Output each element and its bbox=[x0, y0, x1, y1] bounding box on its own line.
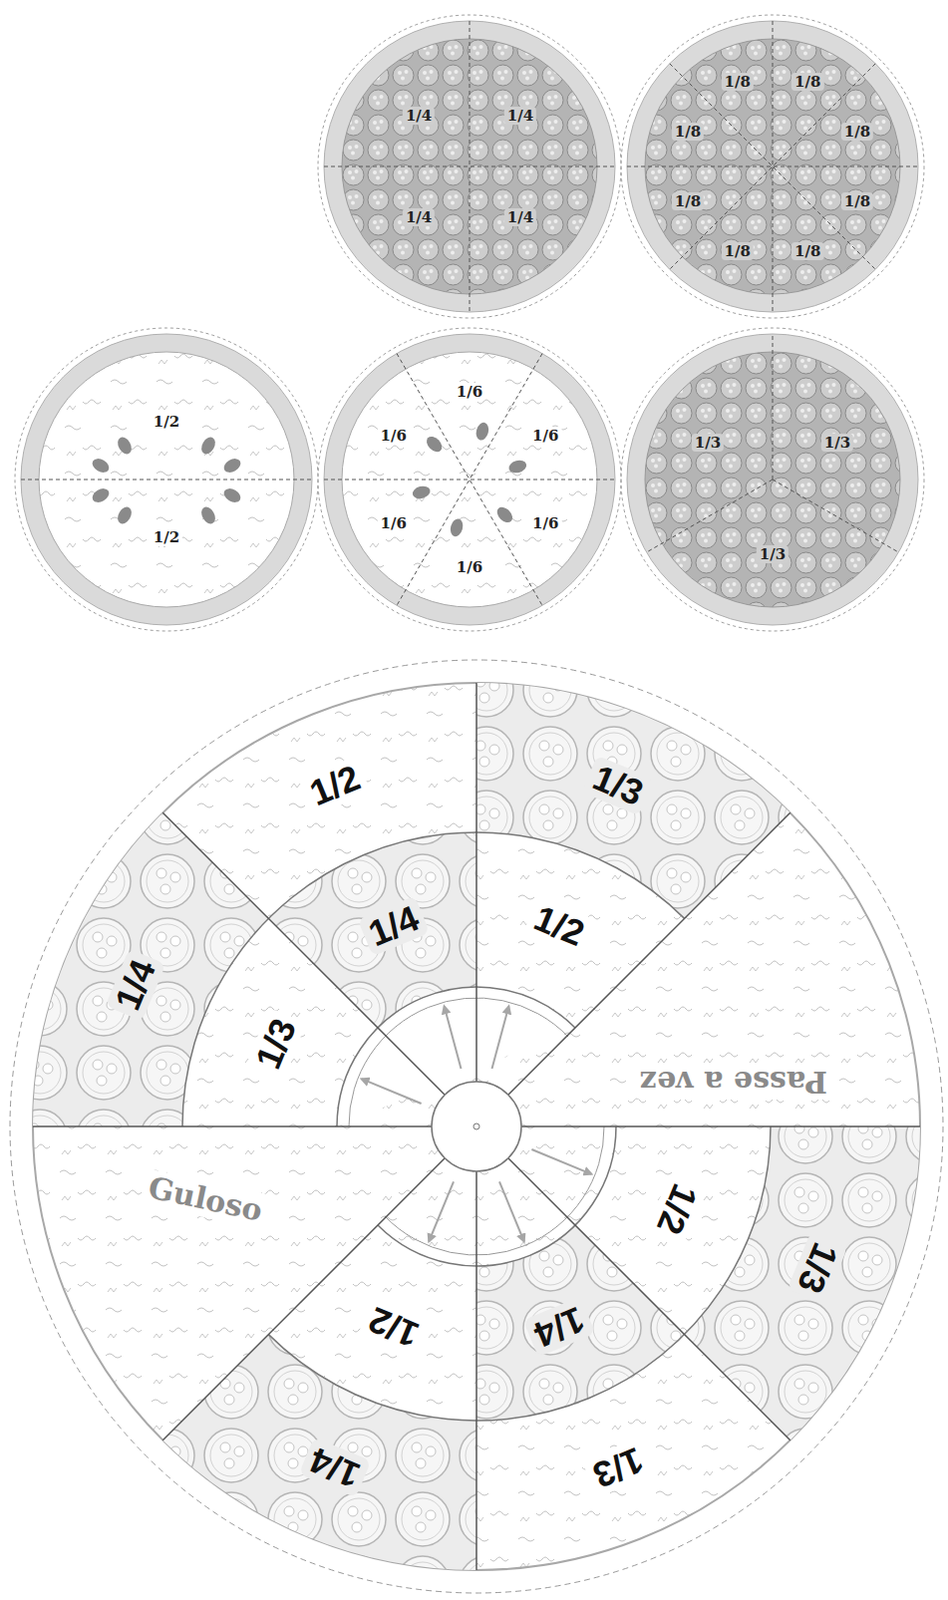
spinner-wheel-illustration bbox=[7, 657, 946, 1595]
fraction-label: 1/3 bbox=[821, 433, 854, 452]
fraction-label: 1/2 bbox=[150, 528, 183, 547]
fraction-label: 1/8 bbox=[841, 122, 874, 141]
fraction-label: 1/6 bbox=[377, 426, 410, 445]
pizza-illustration bbox=[316, 325, 624, 633]
pizza-circle: 1/6 1/6 1/6 1/6 1/6 1/6 bbox=[316, 325, 624, 633]
fraction-label: 1/8 bbox=[721, 242, 754, 261]
fraction-label: 1/3 bbox=[756, 545, 789, 564]
fraction-label: 1/6 bbox=[453, 382, 486, 401]
pizza-circle: 1/8 1/8 1/8 1/8 1/8 1/8 1/8 1/8 bbox=[619, 12, 927, 320]
fraction-label: 1/6 bbox=[453, 558, 486, 577]
fraction-label: 1/4 bbox=[504, 106, 537, 125]
fraction-label: 1/2 bbox=[150, 412, 183, 431]
pizza-illustration bbox=[316, 12, 624, 320]
fraction-label: 1/8 bbox=[791, 72, 824, 91]
fraction-label: 1/3 bbox=[691, 433, 724, 452]
pizza-circle: 1/3 1/3 1/3 bbox=[619, 325, 927, 633]
fraction-label: 1/6 bbox=[529, 426, 562, 445]
pizza-circle: 1/4 1/4 1/4 1/4 bbox=[316, 12, 624, 320]
fraction-label: 1/6 bbox=[377, 514, 410, 533]
fraction-label: 1/4 bbox=[402, 208, 435, 227]
pizza-illustration bbox=[12, 325, 320, 633]
fraction-label: 1/4 bbox=[402, 106, 435, 125]
fraction-label: 1/8 bbox=[791, 242, 824, 261]
fraction-label: 1/8 bbox=[721, 72, 754, 91]
pizza-illustration bbox=[619, 325, 927, 633]
fraction-label: 1/6 bbox=[529, 514, 562, 533]
pizza-circle: 1/2 1/2 bbox=[12, 325, 320, 633]
fraction-label: Passe a vez bbox=[633, 1063, 834, 1100]
fraction-label: 1/4 bbox=[504, 208, 537, 227]
fraction-label: 1/8 bbox=[671, 122, 704, 141]
spinner-wheel: 1/21/31/41/21/41/3Passe a vezGuloso1/21/… bbox=[7, 657, 946, 1595]
fraction-label: 1/8 bbox=[841, 192, 874, 211]
fraction-label: 1/8 bbox=[671, 192, 704, 211]
pizza-illustration bbox=[619, 12, 927, 320]
